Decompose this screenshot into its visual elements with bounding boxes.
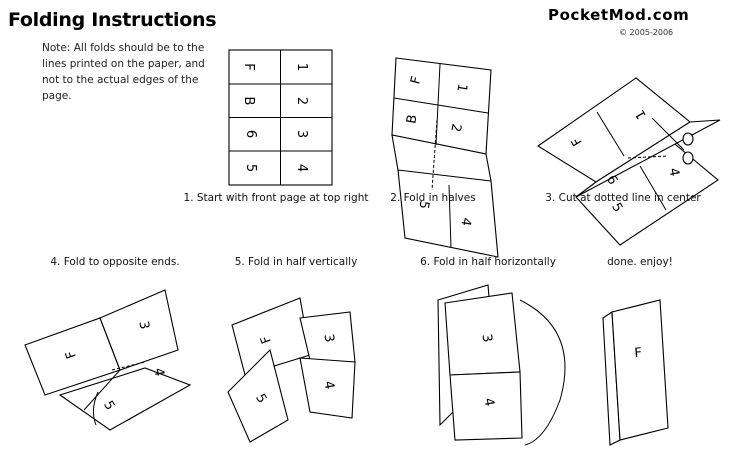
step6-caption: 6. Fold in half horizontally [420, 256, 556, 268]
grid-label-6: 6 [243, 130, 258, 138]
brand-logo: PocketMod.com [548, 6, 690, 24]
done-caption: done. enjoy! [607, 256, 673, 268]
note-text: Note: All folds should be to the lines p… [42, 42, 205, 102]
diagram-label-five: 5 [415, 199, 431, 210]
diagram-label-front: F [408, 75, 424, 86]
diagram-label-three: 3 [320, 333, 336, 344]
step1-sheet-grid: F B 6 5 1 2 3 4 [228, 49, 333, 186]
grid-label-F: F [241, 63, 256, 70]
diagram-label-three: 3 [135, 320, 151, 331]
diagram-label-one: 1 [453, 82, 469, 93]
diagram-label-four: 4 [457, 216, 473, 227]
step1-caption: 1. Start with front page at top right [183, 192, 369, 204]
grid-label-5: 5 [243, 164, 258, 172]
step6-fold-horizontal: 3 4 [437, 284, 566, 446]
diagram-label-four: 4 [480, 397, 496, 408]
step3-caption: 3. Cut at dotted line in center [545, 192, 701, 204]
grid-label-B: B [241, 97, 256, 106]
step2-folded-halves: F 1 B 2 5 4 [391, 57, 499, 258]
page-title: Folding Instructions [8, 9, 217, 31]
step2-caption: 2. Fold in halves [390, 192, 476, 204]
step3-cut-center: F 1 4 6 5 [536, 77, 721, 246]
diagram-label-four: 4 [320, 380, 336, 391]
step4-fold-opposite-ends: F 3 4 5 [24, 289, 192, 431]
step5-caption: 5. Fold in half vertically [234, 256, 358, 268]
diagram-label-two: 2 [447, 122, 463, 133]
diagram-label-three: 3 [478, 333, 494, 344]
done-booklet: F [602, 299, 669, 446]
grid-label-2: 2 [294, 97, 309, 105]
diagram-label-four: 4 [665, 167, 681, 178]
step5-fold-vertical: F 3 4 5 [227, 297, 356, 443]
copyright: © 2005-2006 [619, 28, 674, 37]
diagram-label-front: F [634, 346, 643, 362]
grid-label-4: 4 [294, 164, 309, 172]
grid-label-3: 3 [294, 130, 309, 138]
diagram-label-four: 4 [150, 367, 166, 378]
step4-caption: 4. Fold to opposite ends. [50, 256, 180, 268]
diagram-label-back: B [404, 114, 420, 125]
grid-label-1: 1 [294, 63, 309, 71]
